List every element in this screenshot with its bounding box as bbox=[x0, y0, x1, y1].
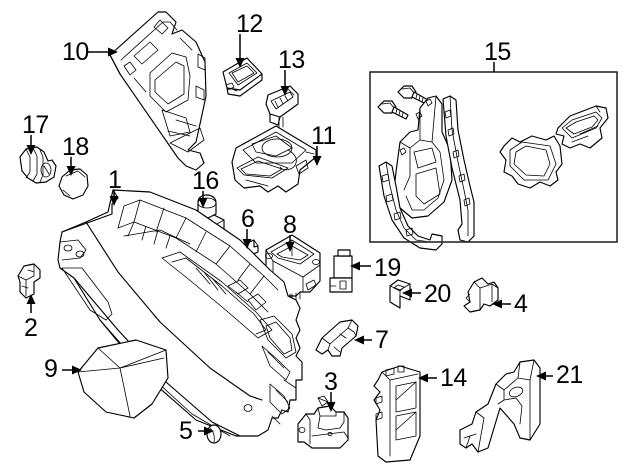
callout-label-3[interactable]: 3 bbox=[324, 368, 338, 396]
callout-label-12[interactable]: 12 bbox=[236, 10, 263, 38]
part-15-trim-kit-contents bbox=[377, 85, 609, 251]
part-4-mounting-bracket bbox=[463, 277, 499, 313]
part-14-rear-finisher bbox=[373, 365, 421, 463]
callout-label-16[interactable]: 16 bbox=[192, 167, 219, 195]
callout-label-20[interactable]: 20 bbox=[424, 280, 451, 308]
callout-label-17[interactable]: 17 bbox=[22, 111, 49, 139]
kit-bolt-b bbox=[377, 100, 409, 120]
part-17-lighter-socket bbox=[19, 146, 57, 184]
callout-label-18[interactable]: 18 bbox=[62, 133, 89, 161]
part-9-armrest-lid bbox=[77, 339, 169, 419]
callout-label-7[interactable]: 7 bbox=[375, 326, 389, 354]
callout-label-5[interactable]: 5 bbox=[179, 417, 193, 445]
part-20-clip-cover bbox=[389, 279, 411, 309]
callout-label-2[interactable]: 2 bbox=[24, 314, 38, 342]
kit-bolt-a bbox=[397, 85, 429, 105]
kit-side-trim-right bbox=[442, 95, 475, 243]
part-10-upper-finisher bbox=[109, 11, 207, 171]
part-2-retainer-clip bbox=[17, 263, 41, 299]
callout-label-11[interactable]: 11 bbox=[311, 122, 336, 150]
kit-right-bezel bbox=[555, 105, 609, 149]
callout-label-13[interactable]: 13 bbox=[278, 46, 305, 74]
callout-label-4[interactable]: 4 bbox=[514, 290, 528, 318]
part-21-rear-side-panel bbox=[459, 359, 541, 453]
part-12-small-bezel bbox=[222, 57, 263, 97]
callout-label-10[interactable]: 10 bbox=[62, 38, 89, 66]
kit-lower-trim bbox=[378, 161, 443, 251]
part-5-plug-grommet bbox=[206, 424, 222, 444]
part-11-cup-holder bbox=[231, 125, 317, 193]
leader-lines bbox=[26, 34, 553, 436]
kit-center-bezel bbox=[499, 135, 563, 189]
callout-label-6[interactable]: 6 bbox=[241, 205, 255, 233]
callout-label-19[interactable]: 19 bbox=[374, 254, 401, 282]
part-7-side-trim bbox=[315, 319, 359, 357]
kit-main-finisher bbox=[393, 95, 453, 219]
part-19-power-connector bbox=[329, 249, 353, 293]
part-3-rear-bracket bbox=[297, 395, 349, 449]
callout-label-8[interactable]: 8 bbox=[283, 211, 297, 239]
callout-label-1[interactable]: 1 bbox=[108, 166, 122, 194]
part-13-switch-panel bbox=[265, 85, 299, 129]
callout-label-21[interactable]: 21 bbox=[556, 361, 583, 389]
part-18-socket-cap bbox=[58, 168, 89, 200]
callout-label-15[interactable]: 15 bbox=[484, 38, 511, 66]
callout-label-14[interactable]: 14 bbox=[440, 364, 467, 392]
callout-label-9[interactable]: 9 bbox=[44, 355, 58, 383]
